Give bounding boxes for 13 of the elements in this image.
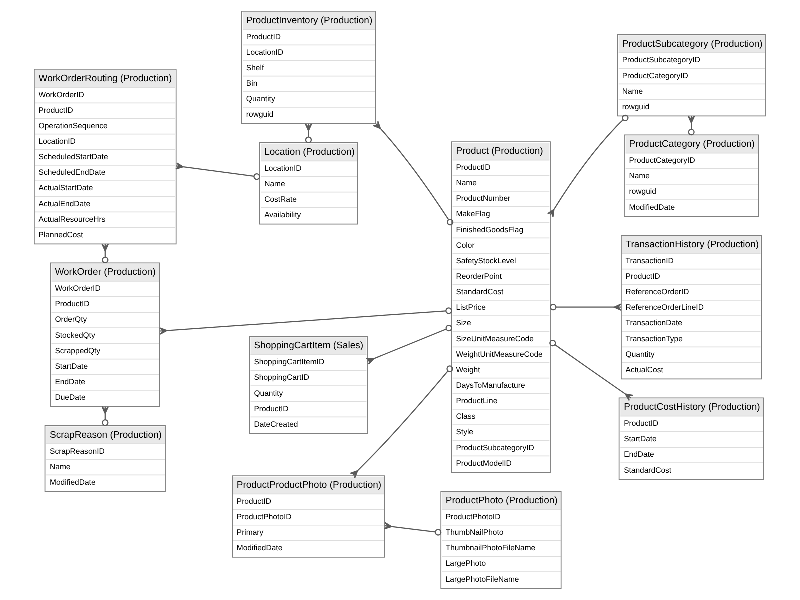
connector — [350, 366, 454, 479]
connector — [102, 406, 110, 426]
connector — [159, 308, 452, 335]
connector — [550, 304, 622, 312]
connector — [102, 244, 110, 264]
connector — [550, 340, 634, 402]
connector — [384, 522, 442, 536]
connector — [547, 114, 629, 218]
connector — [373, 121, 454, 226]
connector — [305, 124, 312, 144]
connector — [366, 324, 452, 365]
connector — [688, 116, 696, 136]
connector — [176, 162, 260, 180]
